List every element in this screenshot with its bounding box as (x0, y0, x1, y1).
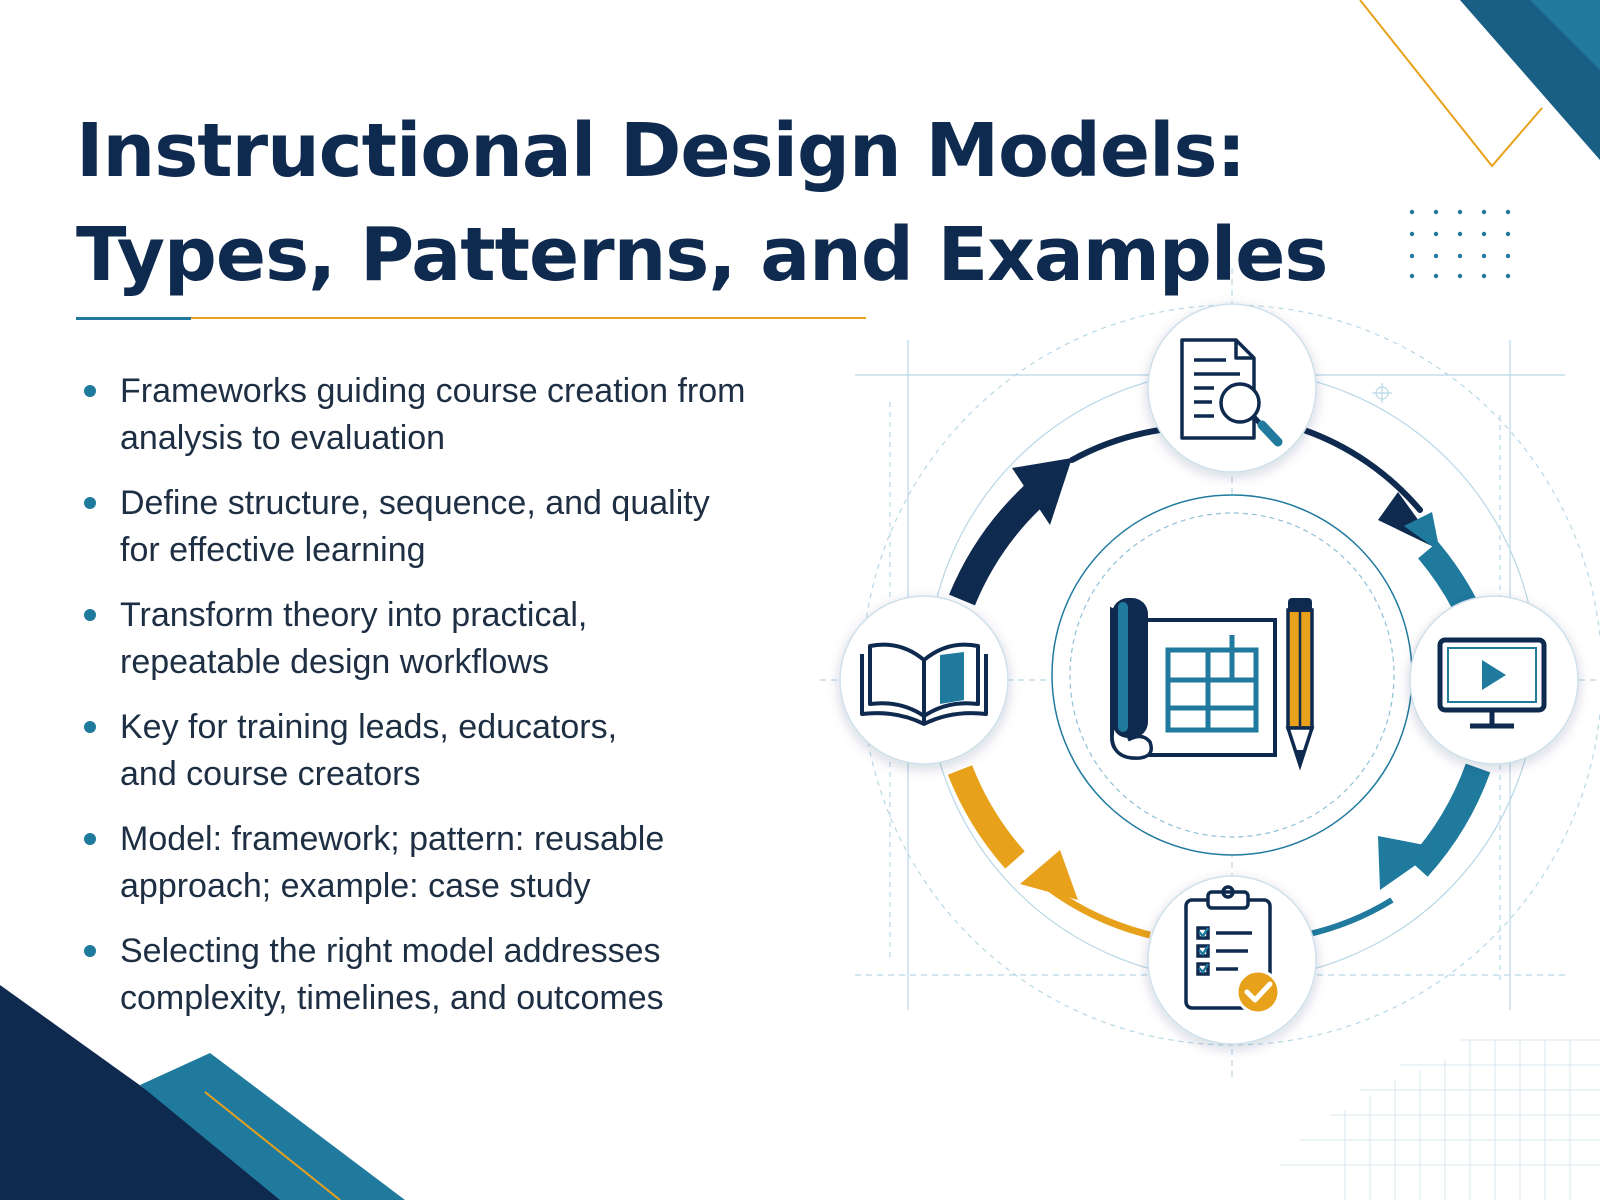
bullet-line: repeatable design workflows (120, 643, 550, 681)
bullet-item: Transform theory into practical, repeatab… (84, 592, 824, 686)
bullet-list: Frameworks guiding course creation from a… (84, 368, 824, 1040)
bullet-item: Model: framework; pattern: reusable appro… (84, 816, 824, 910)
corner-line-top-right (1359, 0, 1543, 168)
bullet-line: analysis to evaluation (120, 419, 446, 457)
cycle-arc-lower-right-thick (1408, 763, 1491, 877)
arrow-head-top-left-icon (1012, 458, 1072, 525)
bullet-item: Selecting the right model addresses compl… (84, 928, 824, 1022)
arrow-head-bottom-left-icon (1020, 850, 1078, 900)
bullet-dot-icon (84, 833, 96, 845)
bullet-dot-icon (84, 609, 96, 621)
cycle-arc-top-left (1069, 427, 1163, 463)
video-monitor-icon (1437, 637, 1547, 729)
cycle-arc-right-thick (1417, 541, 1477, 612)
checkmark-badge-icon (1235, 969, 1281, 1015)
bullet-line: Transform theory into practical, (120, 596, 588, 634)
open-book-icon (860, 642, 988, 726)
cycle-arc-lower-left-thick (947, 765, 1025, 869)
bullet-item: Frameworks guiding course creation from a… (84, 368, 824, 462)
bullet-line: Define structure, sequence, and quality (120, 484, 710, 522)
bullet-dot-icon (84, 721, 96, 733)
bullet-line: Key for training leads, educators, (120, 708, 618, 746)
bottom-right-grid (1280, 1039, 1600, 1200)
bullet-line: Frameworks guiding course creation from (120, 372, 746, 410)
bullet-dot-icon (84, 497, 96, 509)
bullet-dot-icon (84, 385, 96, 397)
bullet-item: Define structure, sequence, and quality f… (84, 480, 824, 574)
bullet-line: approach; example: case study (120, 867, 591, 905)
bullet-line: complexity, timelines, and outcomes (120, 979, 664, 1017)
blueprint-pencil-icon (1110, 598, 1315, 771)
bullet-line: for effective learning (120, 531, 426, 569)
title-line-2: Types, Patterns, and Examples (76, 211, 1328, 298)
bullet-line: Model: framework; pattern: reusable (120, 820, 665, 858)
title-line-1: Instructional Design Models: (76, 108, 1246, 194)
bullet-dot-icon (84, 945, 96, 957)
dot-grid (1409, 209, 1511, 279)
slide-title: Instructional Design Models: Types, Patt… (76, 100, 1328, 307)
cycle-arc-upper-left-thick (949, 479, 1050, 606)
bullet-item: Key for training leads, educators, and co… (84, 704, 824, 798)
document-search-icon (1180, 338, 1283, 447)
bullet-line: and course creators (120, 755, 421, 793)
arrow-head-bottom-right-icon (1378, 836, 1440, 890)
cycle-arc-bottom-right (1304, 897, 1394, 938)
cycle-arc-top-right (1301, 427, 1423, 513)
corner-triangle-top-right (1460, 0, 1600, 160)
bullet-line: Selecting the right model addresses (120, 932, 661, 970)
